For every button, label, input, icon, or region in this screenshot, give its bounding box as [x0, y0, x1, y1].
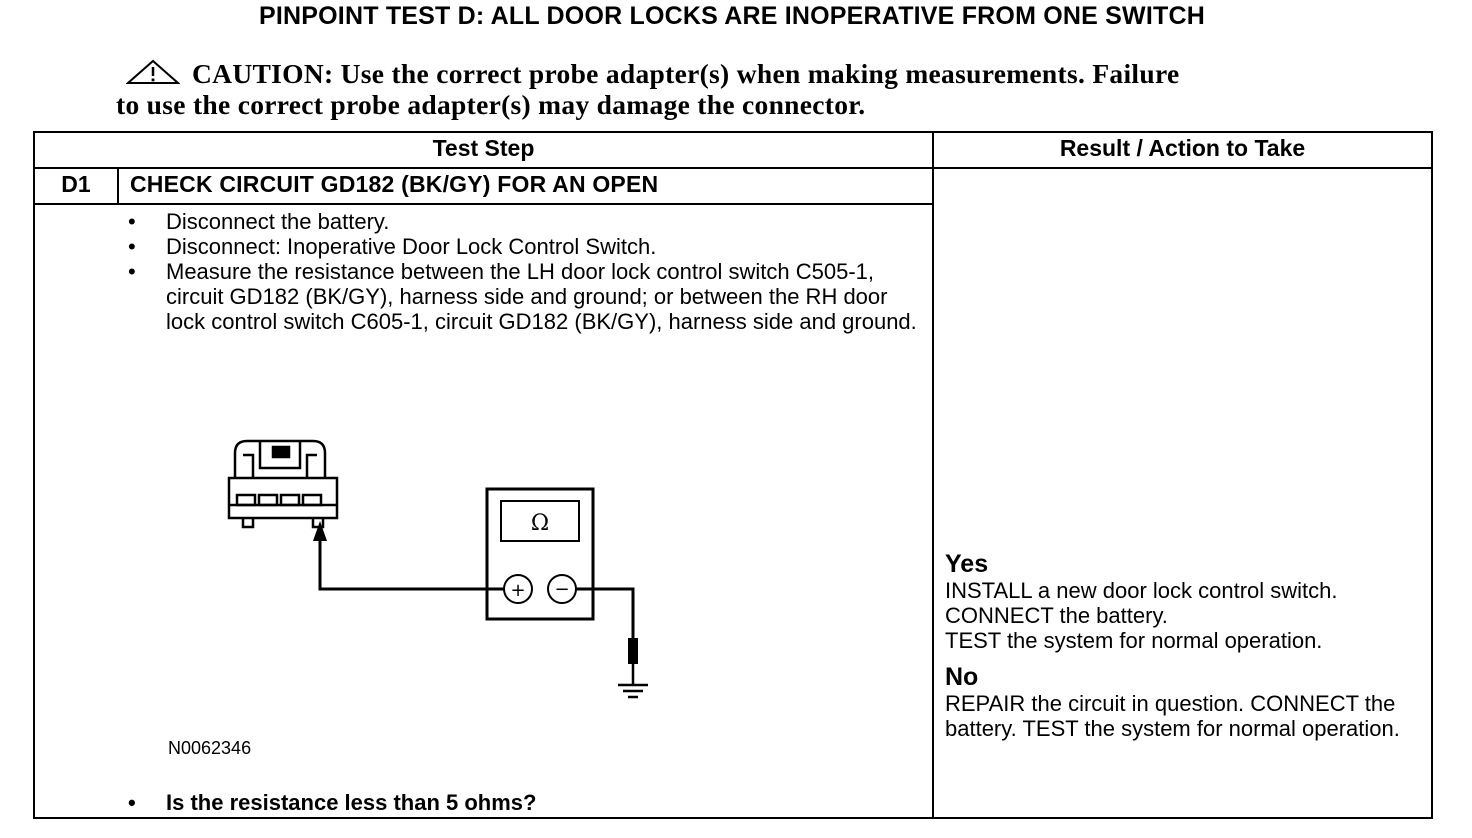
- caution-note: CAUTION: Use the correct probe adapter(s…: [116, 58, 1366, 120]
- measurement-diagram: Ω + −: [227, 439, 648, 699]
- no-action: REPAIR the circuit in question. CONNECT …: [945, 691, 1400, 741]
- warning-triangle-icon: [126, 59, 180, 84]
- yes-action: CONNECT the battery.: [945, 603, 1168, 628]
- yes-label: Yes: [945, 550, 989, 578]
- page-title: PINPOINT TEST D: ALL DOOR LOCKS ARE INOP…: [259, 2, 1205, 30]
- column-divider: [932, 133, 934, 819]
- caution-text-1: Use the correct probe adapter(s) when ma…: [340, 58, 1180, 89]
- instruction-item: Measure the resistance between the LH do…: [123, 259, 923, 334]
- minus-terminal: −: [554, 579, 569, 600]
- header-test-step: Test Step: [432, 135, 535, 161]
- figure-code: N0062346: [168, 738, 252, 758]
- caution-line-1: CAUTION: Use the correct probe adapter(s…: [116, 58, 1366, 89]
- instruction-item: Disconnect the battery.: [123, 209, 923, 234]
- step-title: CHECK CIRCUIT GD182 (BK/GY) FOR AN OPEN: [130, 171, 659, 197]
- result-no: No REPAIR the circuit in question. CONNE…: [945, 663, 1430, 742]
- test-table: Test Step Result / Action to Take D1 CHE…: [33, 131, 1433, 819]
- ohm-symbol: Ω: [531, 511, 549, 536]
- probe-arrow-icon: [313, 521, 327, 541]
- step-id: D1: [61, 171, 91, 197]
- caution-label: CAUTION:: [192, 58, 334, 89]
- yes-action: INSTALL a new door lock control switch.: [945, 578, 1338, 603]
- connector-icon: [227, 439, 339, 529]
- ground-probe: [628, 638, 638, 664]
- ohmmeter-icon: Ω + −: [485, 487, 595, 621]
- caution-text-2: to use the correct probe adapter(s) may …: [116, 89, 866, 120]
- yes-action: TEST the system for normal operation.: [945, 628, 1323, 653]
- plus-terminal: +: [510, 580, 525, 601]
- step-question: Is the resistance less than 5 ohms?: [123, 790, 536, 816]
- no-label: No: [945, 663, 979, 691]
- result-yes: Yes INSTALL a new door lock control swit…: [945, 550, 1430, 654]
- instruction-item: Disconnect: Inoperative Door Lock Contro…: [123, 234, 923, 259]
- header-result: Result / Action to Take: [1059, 135, 1306, 161]
- step-title-divider: [35, 203, 932, 205]
- ground-wire: [576, 587, 635, 638]
- ground-icon: [618, 664, 648, 699]
- probe-wire: [318, 539, 505, 591]
- header-divider: [35, 167, 1431, 169]
- step-instructions: Disconnect the battery. Disconnect: Inop…: [123, 209, 923, 334]
- step-id-divider: [117, 169, 119, 203]
